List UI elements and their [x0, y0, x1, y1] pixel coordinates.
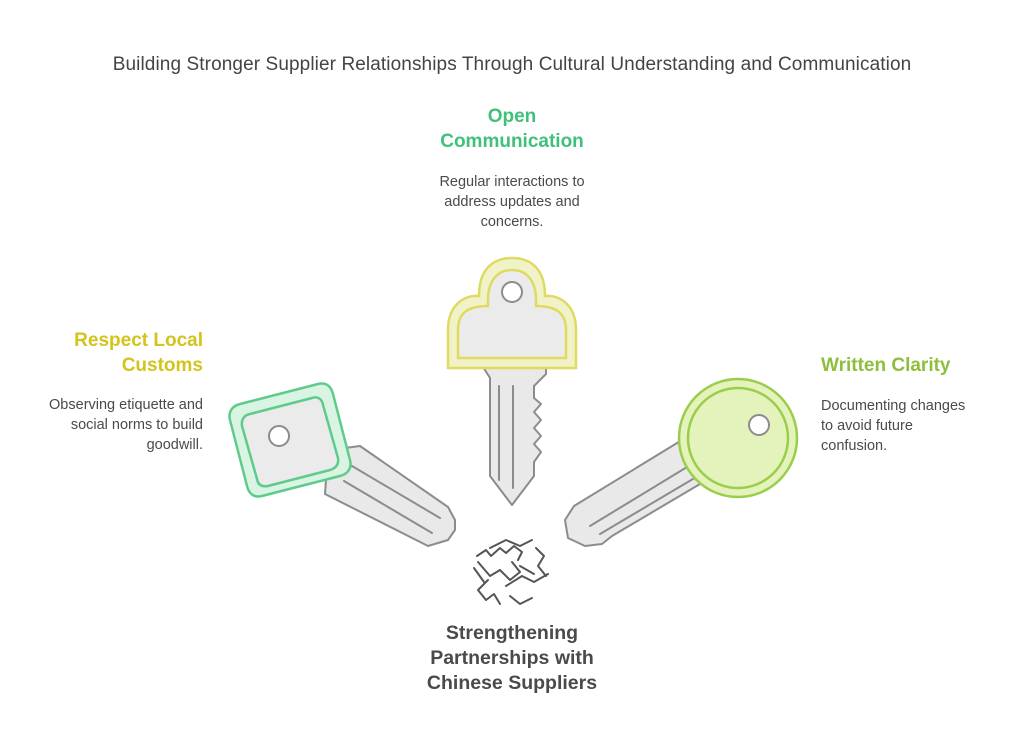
- desc-line: confusion.: [821, 438, 888, 454]
- title-line: Respect Local: [74, 330, 203, 351]
- title-line: Chinese Suppliers: [426, 672, 598, 694]
- desc-line: social norms to build: [70, 417, 203, 433]
- open-communication-title: Open Communication: [402, 104, 622, 154]
- title-line: Strengthening: [445, 622, 579, 644]
- diagram-title: Building Stronger Supplier Relationships…: [112, 54, 912, 75]
- handshake-icon: [473, 539, 549, 605]
- open-communication-description: Regular interactions to address updates …: [402, 172, 622, 232]
- desc-line: Regular interactions to: [439, 174, 585, 190]
- desc-line: concerns.: [480, 214, 544, 230]
- title-line: Partnerships with: [430, 647, 594, 669]
- open-communication-key-icon: [446, 256, 578, 506]
- title-line: Customs: [121, 355, 203, 376]
- goal-title: Strengthening Partnerships with Chinese …: [372, 621, 652, 696]
- desc-line: goodwill.: [146, 437, 203, 453]
- written-clarity-title: Written Clarity: [821, 353, 1011, 378]
- desc-line: Observing etiquette and: [49, 397, 203, 413]
- written-clarity-description: Documenting changes to avoid future conf…: [821, 396, 1011, 456]
- respect-customs-description: Observing etiquette and social norms to …: [10, 395, 203, 455]
- title-line: Communication: [440, 131, 584, 152]
- respect-customs-title: Respect Local Customs: [10, 328, 203, 378]
- desc-line: address updates and: [444, 194, 580, 210]
- desc-line: to avoid future: [821, 418, 913, 434]
- title-line: Open: [487, 106, 537, 127]
- desc-line: Documenting changes: [821, 398, 966, 414]
- respect-customs-key-icon: [228, 382, 456, 547]
- title-line: Written Clarity: [821, 355, 951, 376]
- written-clarity-key-icon: [564, 377, 799, 547]
